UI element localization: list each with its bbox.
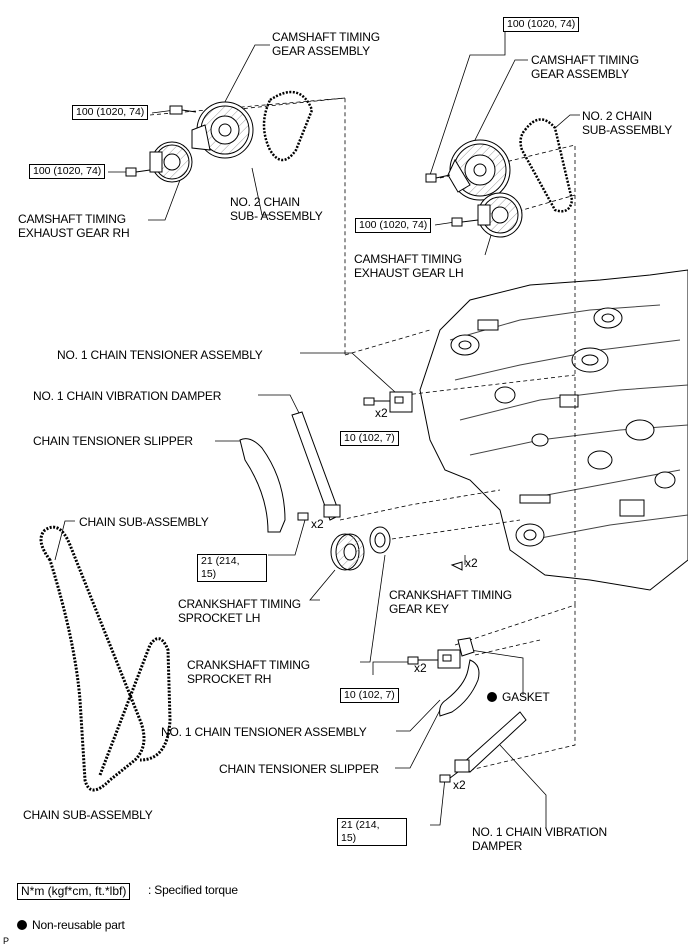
no1-chain-vibration-damper-lower-part bbox=[454, 711, 527, 773]
label-camshaft-timing-gear-assembly-lh: CAMSHAFT TIMING GEAR ASSEMBLY bbox=[531, 53, 639, 81]
chain-tensioner-slipper-upper-part bbox=[239, 438, 286, 533]
leader-lines bbox=[54, 25, 580, 828]
no2-chain-lh-part bbox=[519, 118, 574, 213]
torque-spec-tensioner-lower: 10 (102, 7) bbox=[340, 688, 399, 703]
camshaft-timing-gear-assembly-lh-part bbox=[447, 139, 511, 201]
label-chain-tensioner-slipper-lower: CHAIN TENSIONER SLIPPER bbox=[219, 762, 379, 776]
torque-spec-cam-gear-rh: 100 (1020, 74) bbox=[72, 105, 149, 120]
label-no1-chain-tensioner-assembly-upper: NO. 1 CHAIN TENSIONER ASSEMBLY bbox=[57, 348, 263, 362]
no1-chain-vibration-damper-upper-part bbox=[291, 411, 341, 521]
label-camshaft-timing-gear-assembly-rh: CAMSHAFT TIMING GEAR ASSEMBLY bbox=[272, 30, 380, 58]
non-reusable-dot-gasket bbox=[487, 692, 497, 702]
quantity-gear-key: x2 bbox=[465, 556, 478, 570]
no2-chain-rh-part bbox=[262, 90, 314, 162]
crankshaft-timing-sprocket-rh-part bbox=[369, 526, 391, 554]
label-no2-chain-sub-assembly-lh: NO. 2 CHAIN SUB-ASSEMBLY bbox=[582, 109, 673, 137]
label-no1-chain-vibration-damper-lower: NO. 1 CHAIN VIBRATION DAMPER bbox=[472, 825, 607, 853]
bolt-lh-2 bbox=[451, 217, 479, 227]
legend-non-reusable-label: Non-reusable part bbox=[32, 918, 125, 932]
label-chain-tensioner-slipper-upper: CHAIN TENSIONER SLIPPER bbox=[33, 434, 193, 448]
bolt-rh-1 bbox=[169, 105, 197, 115]
torque-spec-tensioner-upper: 10 (102, 7) bbox=[340, 431, 399, 446]
quantity-tensioner-upper: x2 bbox=[375, 406, 388, 420]
legend-non-reusable-dot bbox=[17, 920, 27, 930]
chain-tensioner-slipper-lower-part bbox=[439, 659, 480, 717]
torque-spec-damper-lower: 21 (214, 15) bbox=[337, 818, 407, 846]
quantity-tensioner-lower: x2 bbox=[414, 661, 427, 675]
label-no1-chain-tensioner-assembly-lower: NO. 1 CHAIN TENSIONER ASSEMBLY bbox=[161, 725, 367, 739]
camshaft-timing-gear-assembly-rh-part bbox=[191, 101, 254, 159]
bolt-tensioner-lower bbox=[407, 656, 438, 665]
label-no2-chain-sub-assembly-rh: NO. 2 CHAIN SUB- ASSEMBLY bbox=[230, 195, 323, 223]
bolt-damper-upper bbox=[297, 512, 309, 521]
label-crankshaft-timing-sprocket-lh: CRANKSHAFT TIMING SPROCKET LH bbox=[178, 597, 301, 625]
label-camshaft-timing-exhaust-gear-lh: CAMSHAFT TIMING EXHAUST GEAR LH bbox=[354, 252, 464, 280]
bolt-lh-1 bbox=[425, 173, 451, 183]
label-chain-sub-assembly-bottom: CHAIN SUB-ASSEMBLY bbox=[23, 808, 153, 822]
torque-spec-exhaust-gear-rh: 100 (1020, 74) bbox=[29, 164, 106, 179]
crankshaft-timing-sprocket-lh-part bbox=[330, 533, 365, 571]
label-crankshaft-timing-gear-key: CRANKSHAFT TIMING GEAR KEY bbox=[389, 588, 512, 616]
chain-sub-assembly-part bbox=[39, 525, 172, 792]
engine-block bbox=[419, 269, 688, 591]
camshaft-exhaust-gear-lh-part bbox=[477, 192, 523, 238]
bolt-rh-2 bbox=[125, 167, 151, 177]
bolt-tensioner-upper bbox=[363, 397, 390, 406]
bolt-damper-lower bbox=[439, 771, 459, 783]
legend-torque-unit-box: N*m (kgf*cm, ft.*lbf) bbox=[17, 883, 131, 900]
crankshaft-timing-gear-key-part bbox=[450, 561, 463, 571]
legend-specified-torque-label: : Specified torque bbox=[148, 883, 238, 897]
label-chain-sub-assembly-top: CHAIN SUB-ASSEMBLY bbox=[79, 515, 209, 529]
quantity-damper-lower: x2 bbox=[453, 778, 466, 792]
quantity-damper-upper: x2 bbox=[311, 517, 324, 531]
no1-chain-tensioner-lower-part bbox=[437, 649, 461, 669]
label-no1-chain-vibration-damper-upper: NO. 1 CHAIN VIBRATION DAMPER bbox=[33, 389, 222, 403]
label-camshaft-timing-exhaust-gear-rh: CAMSHAFT TIMING EXHAUST GEAR RH bbox=[18, 212, 130, 240]
label-gasket: GASKET bbox=[502, 690, 550, 704]
camshaft-exhaust-gear-rh-part bbox=[149, 141, 193, 183]
gasket-part bbox=[457, 637, 475, 657]
torque-spec-damper-upper: 21 (214, 15) bbox=[197, 554, 267, 582]
torque-spec-cam-gear-lh: 100 (1020, 74) bbox=[503, 17, 580, 32]
corner-code: P bbox=[3, 936, 10, 946]
label-crankshaft-timing-sprocket-rh: CRANKSHAFT TIMING SPROCKET RH bbox=[187, 658, 310, 686]
no1-chain-tensioner-upper-part bbox=[389, 391, 413, 413]
torque-spec-exhaust-gear-lh: 100 (1020, 74) bbox=[355, 218, 432, 233]
